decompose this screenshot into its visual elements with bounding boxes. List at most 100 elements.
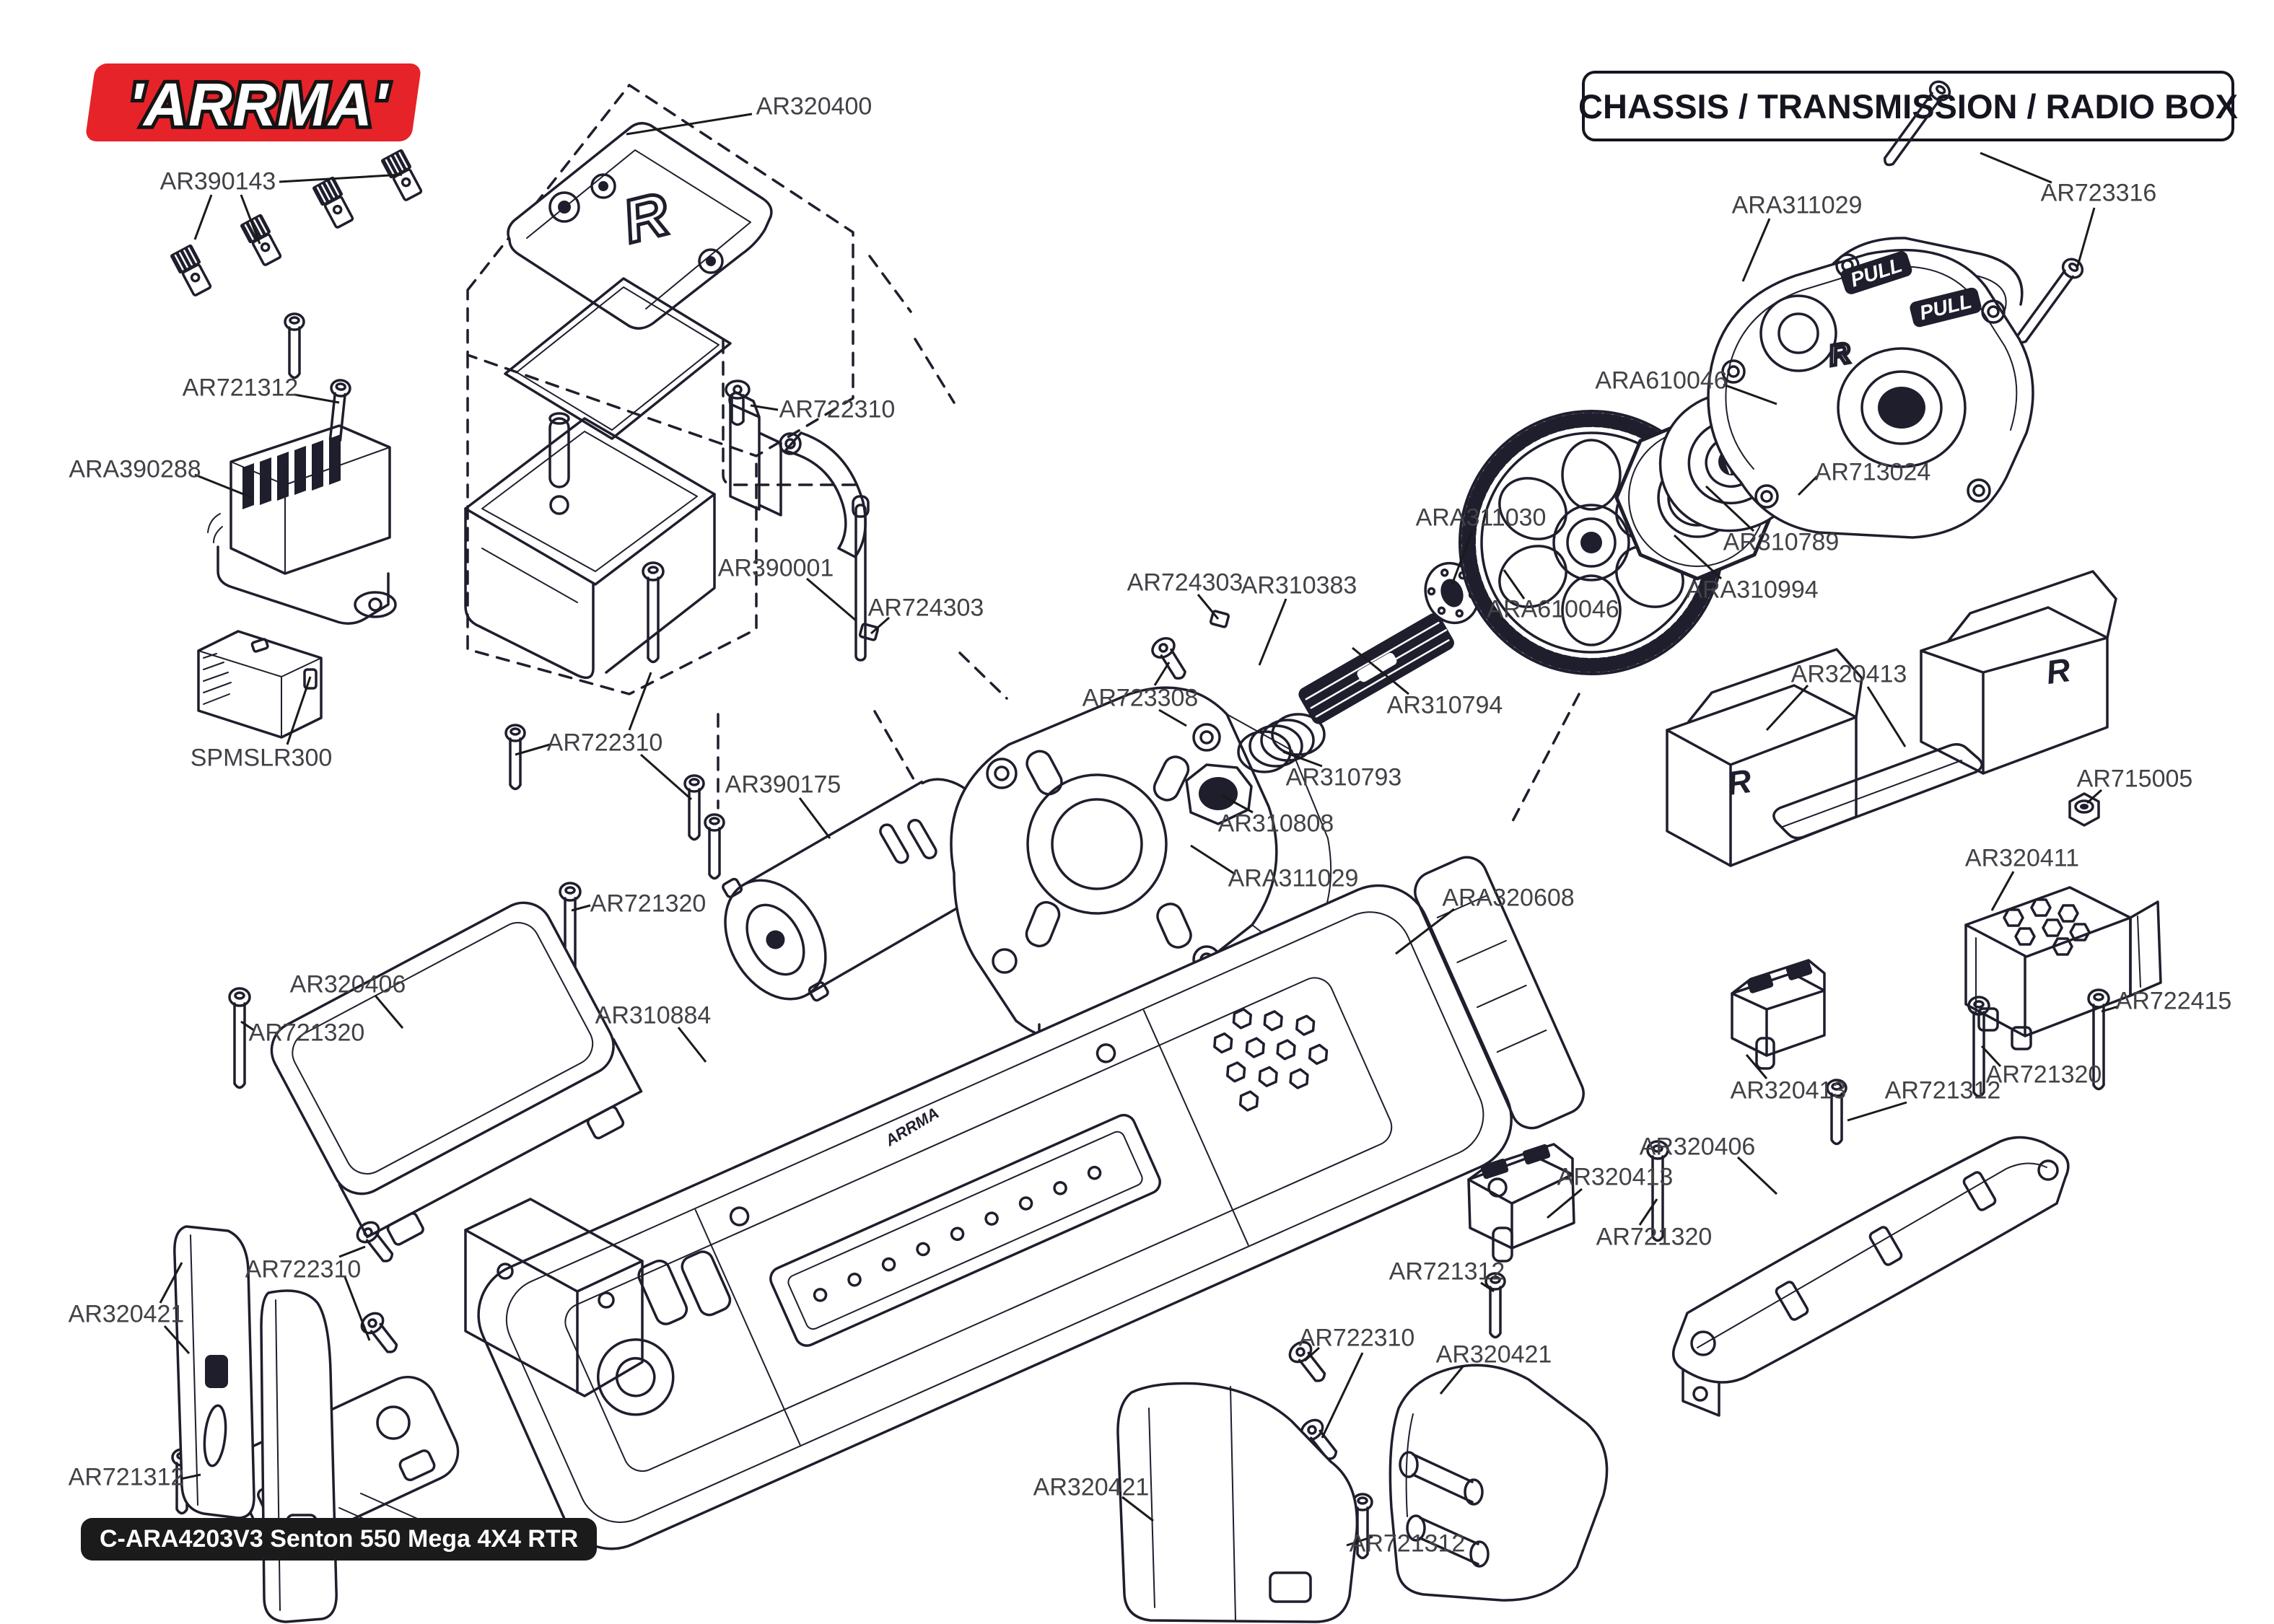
part-label: AR320406 — [1639, 1133, 1756, 1161]
arrma-logo: 'ARRMA' — [78, 56, 439, 152]
part-label: ARA610046 — [1595, 367, 1728, 395]
leader-line — [240, 194, 261, 245]
leader-line — [159, 1262, 183, 1304]
leader-line — [279, 173, 403, 183]
part-label: AR713024 — [1814, 458, 1931, 486]
leader-line — [1547, 1188, 1583, 1219]
part-label: AR390001 — [717, 554, 834, 582]
part-label: AR390175 — [725, 771, 841, 799]
leader-line — [1303, 1346, 1321, 1362]
part-label: AR320421 — [1033, 1473, 1150, 1501]
leader-line — [626, 113, 753, 136]
leader-line — [163, 1325, 191, 1355]
part-label: ARA390288 — [69, 455, 201, 483]
nut-drawing — [2068, 792, 2100, 827]
leader-line — [1765, 684, 1809, 732]
leader-line — [1439, 1365, 1465, 1395]
leader-line — [628, 672, 652, 731]
leader-line — [1158, 708, 1187, 727]
leader-line — [1480, 1281, 1495, 1293]
leader-line — [870, 616, 890, 635]
part-label: AR721312 — [1884, 1076, 2001, 1105]
leader-line — [1745, 1054, 1768, 1079]
leader-line — [1990, 871, 2015, 911]
battery-foam-drawing — [1666, 570, 2117, 867]
part-label: ARA311029 — [1228, 864, 1359, 892]
side-rail-drawing — [1671, 1136, 2070, 1417]
leader-line — [286, 676, 312, 745]
part-label: AR310793 — [1285, 763, 1402, 791]
arrma-logo-text: 'ARRMA' — [128, 71, 390, 139]
part-label: ARA311030 — [1415, 504, 1547, 532]
leader-line — [2076, 207, 2096, 269]
leader-line — [1797, 475, 1819, 496]
part-label: AR722310 — [1298, 1324, 1415, 1352]
leader-line — [1121, 1496, 1154, 1522]
leader-line — [1638, 1198, 1658, 1226]
leader-line — [798, 797, 831, 839]
battery-mount-drawing — [1731, 959, 1826, 1070]
leader-line — [1866, 686, 1907, 747]
part-label: AR320411 — [1964, 844, 2080, 872]
part-label: AR721312 — [1389, 1257, 1505, 1286]
part-label: AR723308 — [1082, 684, 1199, 712]
leader-line — [1395, 908, 1455, 955]
leader-line — [1282, 750, 1323, 768]
leader-line — [2086, 789, 2103, 804]
motor-drawing — [722, 778, 1027, 1002]
leader-line — [193, 194, 213, 240]
leader-line — [1980, 152, 2052, 184]
part-label: AR320413 — [1557, 1163, 1674, 1191]
arrma-logo-icon: 'ARRMA' — [86, 63, 421, 142]
leader-line — [180, 1473, 201, 1480]
part-label: AR320400 — [756, 92, 873, 120]
part-label: AR722310 — [546, 729, 663, 757]
part-label: AR320421 — [1435, 1340, 1552, 1369]
leader-line — [1321, 1352, 1364, 1439]
leader-line — [338, 1245, 366, 1258]
construction-lines-drawing — [717, 651, 1580, 824]
leader-line — [1346, 1535, 1373, 1547]
part-label: ARA610046 — [1487, 595, 1619, 623]
part-label: AR320413 — [1730, 1076, 1847, 1105]
leader-line — [1451, 530, 1474, 585]
part-label: ARA310994 — [1686, 576, 1819, 604]
leader-line — [1980, 1045, 2002, 1068]
part-label: AR310794 — [1386, 691, 1503, 719]
part-label: ARA311029 — [1731, 191, 1863, 219]
leader-line — [1723, 383, 1777, 405]
leader-line — [1352, 646, 1409, 695]
leader-line — [515, 743, 551, 756]
part-label: AR390143 — [159, 167, 276, 196]
part-label: AR320413 — [1790, 660, 1907, 688]
part-label: AR721312 — [182, 374, 299, 402]
part-label: AR721312 — [68, 1463, 185, 1491]
part-label: AR310884 — [595, 1001, 712, 1030]
part-label: ARA320608 — [1442, 884, 1575, 912]
leader-line — [571, 904, 591, 912]
part-label: AR721312 — [1349, 1529, 1466, 1558]
left-battery-tray-drawing — [270, 901, 643, 1246]
leader-line — [1503, 569, 1526, 600]
part-label: AR722310 — [245, 1255, 362, 1283]
model-badge: C-ARA4203V3 Senton 550 Mega 4X4 RTR — [81, 1518, 598, 1561]
leader-line — [806, 577, 857, 622]
screws-drawing — [171, 76, 2110, 1560]
leader-line — [1736, 1156, 1778, 1195]
leader-line — [640, 753, 692, 801]
chassis-drawing — [477, 856, 1585, 1550]
leader-line — [2101, 1005, 2119, 1013]
part-label: AR721320 — [1985, 1061, 2102, 1089]
part-label: SPMSLR300 — [190, 744, 333, 772]
leader-line — [194, 473, 253, 499]
part-label: AR310789 — [1723, 528, 1840, 556]
leader-line — [750, 404, 779, 411]
leader-line — [344, 1276, 371, 1341]
leader-line — [1153, 662, 1171, 686]
radio-box-drawing — [464, 84, 955, 781]
part-label: AR320406 — [289, 970, 406, 998]
part-label: AR721320 — [248, 1019, 365, 1047]
antenna-tube-drawing — [852, 495, 870, 662]
